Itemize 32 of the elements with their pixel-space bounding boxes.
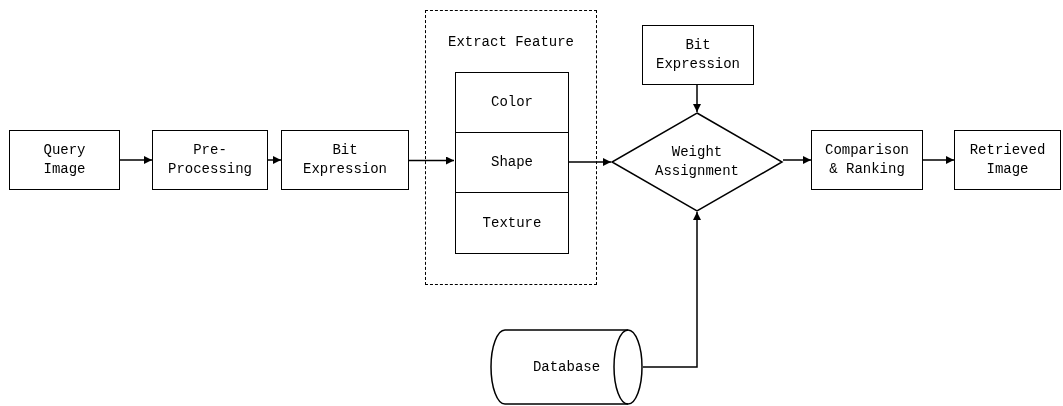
arrow <box>408 156 455 165</box>
process-box <box>642 25 754 85</box>
dashed-group-box <box>425 10 597 285</box>
arrow <box>922 156 955 164</box>
node-label: Color <box>490 93 534 112</box>
arrow <box>267 156 282 164</box>
group-heading: Extract Feature <box>447 33 575 52</box>
node-label: Weight Assignment <box>654 143 740 181</box>
decision-diamond <box>611 112 783 212</box>
feature-box <box>455 72 569 133</box>
process-box <box>9 130 120 190</box>
arrow <box>642 211 701 368</box>
database-cylinder <box>490 329 643 405</box>
arrow <box>693 84 701 113</box>
node-label: Retrieved Image <box>968 141 1047 179</box>
feature-box <box>455 192 569 254</box>
arrow <box>119 156 153 164</box>
node-label: Bit Expression <box>655 36 741 74</box>
feature-box <box>455 132 569 193</box>
arrow <box>782 156 812 164</box>
node-label: Shape <box>490 153 534 172</box>
node-label: Pre- Processing <box>167 141 253 179</box>
node-label: Query Image <box>42 141 87 179</box>
process-box <box>811 130 923 190</box>
process-box <box>152 130 268 190</box>
node-label: Database <box>531 357 602 377</box>
node-label: Texture <box>481 213 543 233</box>
process-box <box>281 130 409 190</box>
node-label: Comparison & Ranking <box>824 141 910 179</box>
process-box <box>954 130 1061 190</box>
node-label: Bit Expression <box>302 141 388 179</box>
arrow <box>567 158 612 166</box>
